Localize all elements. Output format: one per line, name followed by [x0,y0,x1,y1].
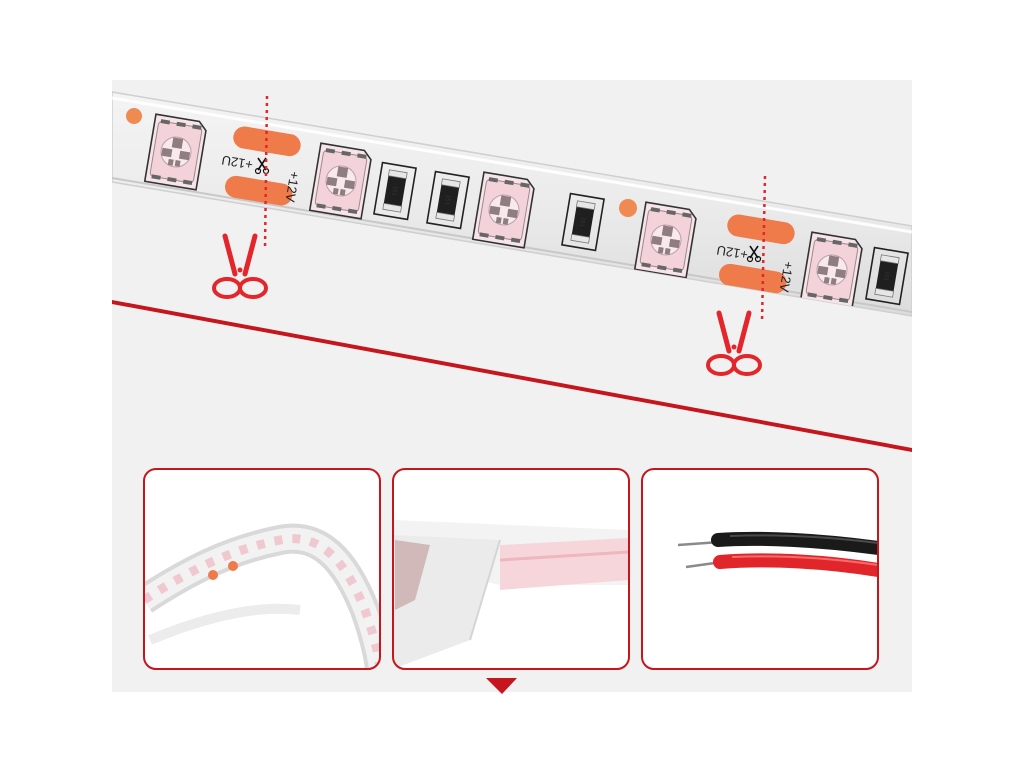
down-arrow-icon [486,678,517,694]
resistor-code: 151 [443,194,451,206]
resistor-icon: 151 [373,161,417,221]
solder-pads-right [719,214,795,294]
cut-line-right [760,175,767,323]
thumb-wire-leads[interactable] [641,468,879,670]
resistor-code: 151 [882,270,890,282]
voltage-label-mirrored: +12U [221,152,254,172]
led-chip [799,231,865,309]
thumb-adhesive-backing[interactable] [392,468,630,670]
resistor-icon: 151 [865,246,909,306]
led-chip [143,113,209,191]
led-strip: 151 151 151 151 +12U +12V +12U + [112,91,912,317]
resistor-icon: 151 [426,170,470,230]
voltage-label-mirrored: +12U [716,242,749,262]
led-chip [471,171,537,249]
voltage-label: +12V [282,170,302,203]
led-chip [633,201,699,279]
solder-pads-left [225,126,301,206]
accent-diagonal-line [112,300,912,452]
voltage-label: +12V [776,260,796,293]
cut-line-left [263,95,269,249]
led-chip [308,142,374,220]
resistor-code: 151 [390,185,398,197]
thumb-flexible-strip[interactable] [143,468,381,670]
resistor-icon: 151 [561,192,605,252]
resistor-code: 151 [578,216,586,228]
